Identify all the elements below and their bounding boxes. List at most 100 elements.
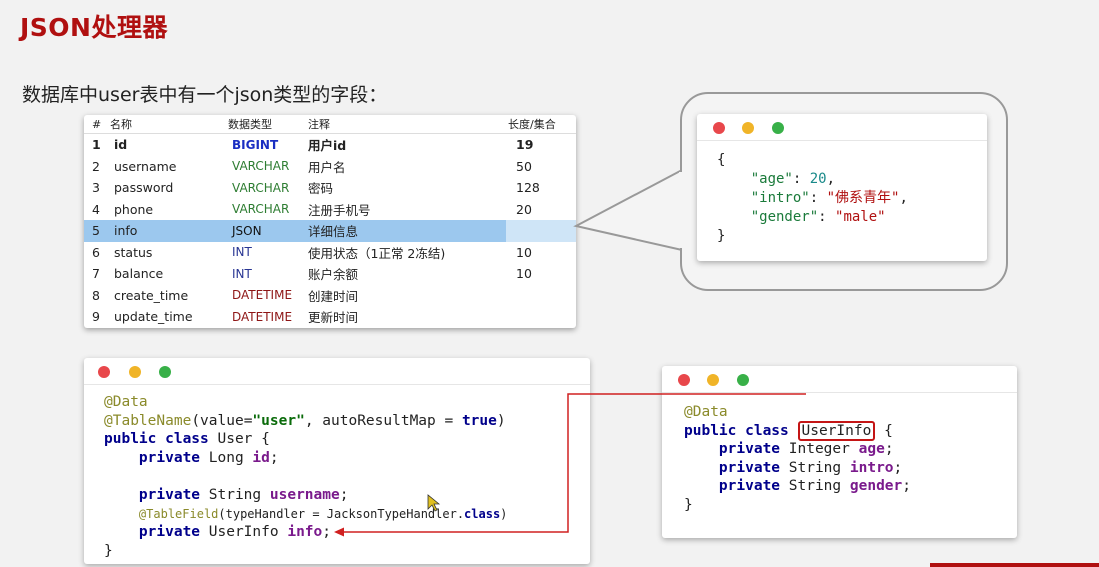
row-num: 8	[92, 287, 100, 303]
row-type[interactable]: BIGINT	[232, 137, 279, 152]
table-row[interactable]: 2 username VARCHAR 用户名 50	[84, 156, 576, 178]
row-name[interactable]: username	[114, 158, 177, 174]
user-class-window: @Data @TableName(value="user", autoResul…	[84, 358, 590, 564]
col-header-length[interactable]: 长度/集合	[508, 118, 556, 131]
table-row[interactable]: 8 create_time DATETIME 创建时间	[84, 285, 576, 307]
maximize-dot-icon[interactable]	[159, 366, 171, 378]
row-comment[interactable]: 账户余额	[308, 267, 359, 283]
mouse-cursor-icon	[427, 494, 441, 512]
table-row[interactable]: 1 id BIGINT 用户id 19	[84, 134, 576, 156]
row-length[interactable]: 20	[516, 201, 532, 217]
row-type[interactable]: INT	[232, 245, 252, 260]
col-header-num[interactable]: #	[92, 117, 102, 131]
row-type[interactable]: VARCHAR	[232, 180, 290, 195]
annotation: @TableField	[138, 506, 219, 521]
row-name[interactable]: password	[114, 180, 174, 196]
json-value: "male"	[835, 209, 886, 225]
row-comment[interactable]: 使用状态（1正常 2冻结)	[308, 245, 446, 261]
code-text: (typeHandler = JacksonTypeHandler.	[218, 506, 465, 521]
col-header-comment[interactable]: 注释	[308, 118, 330, 131]
json-key: "intro"	[750, 190, 810, 206]
row-length[interactable]: 10	[516, 266, 532, 282]
row-type[interactable]: VARCHAR	[232, 202, 290, 217]
row-num: 7	[92, 266, 100, 282]
code-text: )	[496, 412, 506, 429]
code-text: ;	[322, 524, 331, 541]
code-field: info	[287, 524, 323, 541]
maximize-dot-icon[interactable]	[737, 374, 749, 386]
row-type[interactable]: DATETIME	[232, 309, 293, 324]
page-subtitle: 数据库中user表中有一个json类型的字段：	[22, 84, 388, 106]
table-row[interactable]: 6 status INT 使用状态（1正常 2冻结) 10	[84, 242, 576, 264]
table-row[interactable]: 9 update_time DATETIME 更新时间	[84, 306, 576, 328]
json-brace-close: }	[717, 228, 726, 244]
row-length[interactable]	[506, 220, 576, 242]
code-keyword: public class	[104, 431, 209, 448]
row-name[interactable]: create_time	[114, 287, 189, 303]
code-type: String	[200, 486, 270, 503]
code-keyword: private	[138, 486, 201, 503]
row-name[interactable]: status	[114, 244, 153, 260]
minimize-dot-icon[interactable]	[742, 122, 754, 134]
code-text: ;	[893, 459, 903, 476]
row-type[interactable]: VARCHAR	[232, 159, 290, 174]
window-titlebar	[662, 366, 1017, 393]
row-length[interactable]: 128	[516, 180, 540, 196]
row-num: 2	[92, 158, 100, 174]
row-type[interactable]: JSON	[232, 223, 262, 238]
row-name[interactable]: balance	[114, 266, 164, 282]
code-text: ;	[269, 449, 279, 466]
row-num: 9	[92, 309, 100, 325]
col-header-name[interactable]: 名称	[110, 118, 132, 131]
minimize-dot-icon[interactable]	[707, 374, 719, 386]
annotation: @Data	[684, 404, 728, 420]
row-num: 4	[92, 201, 100, 217]
row-name[interactable]: info	[114, 223, 138, 239]
table-row[interactable]: 4 phone VARCHAR 注册手机号 20	[84, 199, 576, 221]
json-brace-open: {	[717, 152, 726, 168]
table-row[interactable]: 7 balance INT 账户余额 10	[84, 263, 576, 285]
code-keyword: private	[718, 441, 781, 458]
col-header-type[interactable]: 数据类型	[228, 118, 272, 131]
window-titlebar	[84, 358, 590, 385]
row-type[interactable]: INT	[232, 266, 252, 281]
row-comment[interactable]: 密码	[308, 181, 334, 197]
table-row[interactable]: 3 password VARCHAR 密码 128	[84, 177, 576, 199]
arrowhead-icon	[334, 527, 344, 537]
row-length[interactable]: 10	[516, 244, 532, 260]
userinfo-class-code: @Data public class UserInfo { private In…	[662, 393, 1017, 515]
row-name[interactable]: id	[114, 137, 128, 153]
code-keyword: private	[718, 459, 781, 476]
row-name[interactable]: phone	[114, 201, 154, 217]
json-code: { "age": 20, "intro": "佛系青年", "gender": …	[717, 152, 908, 244]
row-comment[interactable]: 创建时间	[308, 288, 359, 304]
code-field: id	[252, 449, 270, 466]
close-dot-icon[interactable]	[98, 366, 110, 378]
row-comment[interactable]: 详细信息	[308, 224, 359, 240]
row-comment[interactable]: 更新时间	[308, 310, 359, 326]
code-type: Long	[200, 449, 253, 466]
code-string: "user"	[252, 412, 305, 429]
json-window: { "age": 20, "intro": "佛系青年", "gender": …	[697, 114, 987, 261]
row-comment[interactable]: 用户名	[308, 159, 346, 175]
row-name[interactable]: update_time	[114, 309, 193, 325]
close-dot-icon[interactable]	[678, 374, 690, 386]
row-length[interactable]: 50	[516, 158, 532, 174]
code-type: String	[780, 459, 850, 476]
row-type[interactable]: DATETIME	[232, 288, 293, 303]
code-text: )	[500, 506, 508, 521]
code-field: gender	[849, 478, 903, 495]
code-text: ;	[339, 486, 349, 503]
code-keyword: private	[718, 478, 781, 495]
row-comment[interactable]: 注册手机号	[308, 202, 371, 218]
json-value: 20	[809, 171, 827, 187]
maximize-dot-icon[interactable]	[772, 122, 784, 134]
code-type: String	[780, 478, 850, 495]
row-comment[interactable]: 用户id	[308, 138, 347, 154]
close-dot-icon[interactable]	[713, 122, 725, 134]
minimize-dot-icon[interactable]	[129, 366, 141, 378]
row-length[interactable]: 19	[516, 137, 534, 153]
table-row-selected[interactable]: 5 info JSON 详细信息	[84, 220, 576, 242]
code-keyword: private	[138, 449, 201, 466]
